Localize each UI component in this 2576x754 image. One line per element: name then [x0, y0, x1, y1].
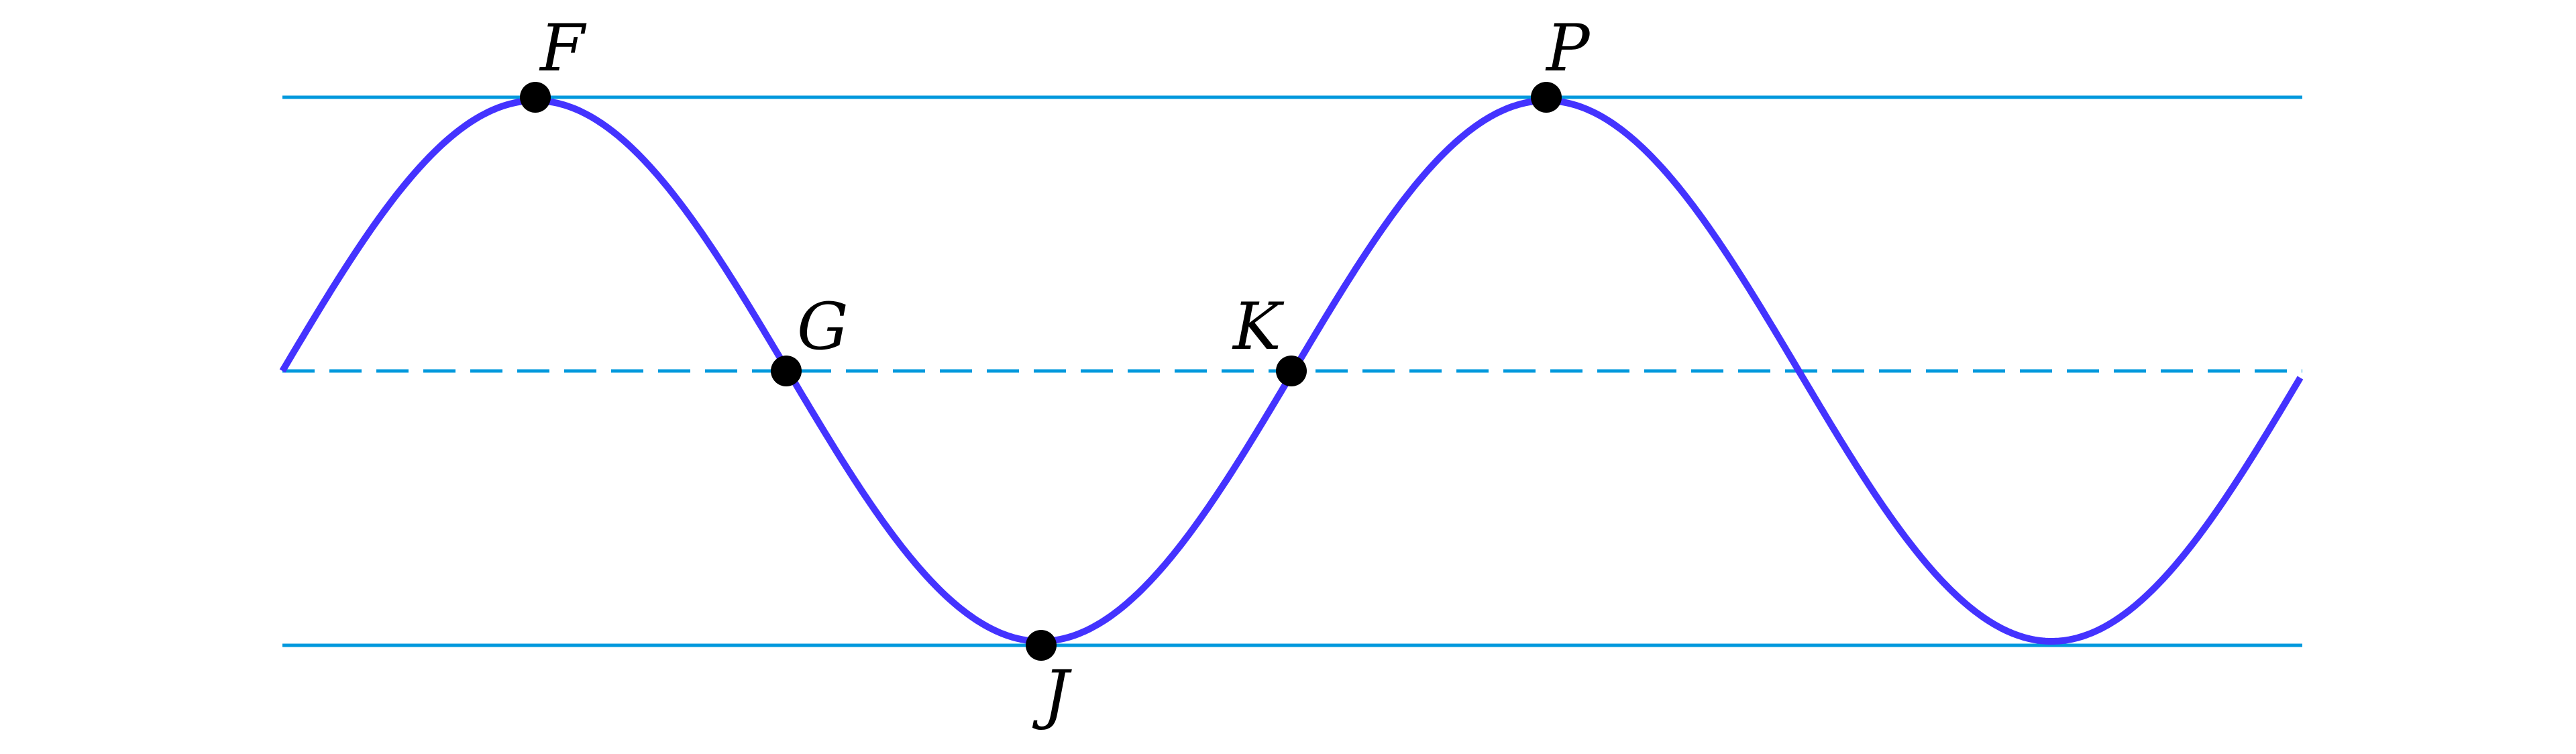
point-G-dot [771, 356, 802, 386]
point-J-dot [1026, 630, 1057, 661]
point-F-dot [520, 82, 551, 113]
point-G: G [771, 289, 849, 386]
point-G-label: G [797, 289, 849, 364]
point-K-dot [1276, 356, 1307, 386]
point-P-label: P [1545, 11, 1591, 86]
point-P: P [1531, 11, 1591, 113]
point-J-label: J [1032, 657, 1072, 732]
point-F: F [520, 11, 587, 113]
point-P-dot [1531, 82, 1562, 113]
point-K-label: K [1232, 289, 1285, 364]
point-F-label: F [539, 11, 587, 86]
point-K: K [1232, 289, 1307, 386]
